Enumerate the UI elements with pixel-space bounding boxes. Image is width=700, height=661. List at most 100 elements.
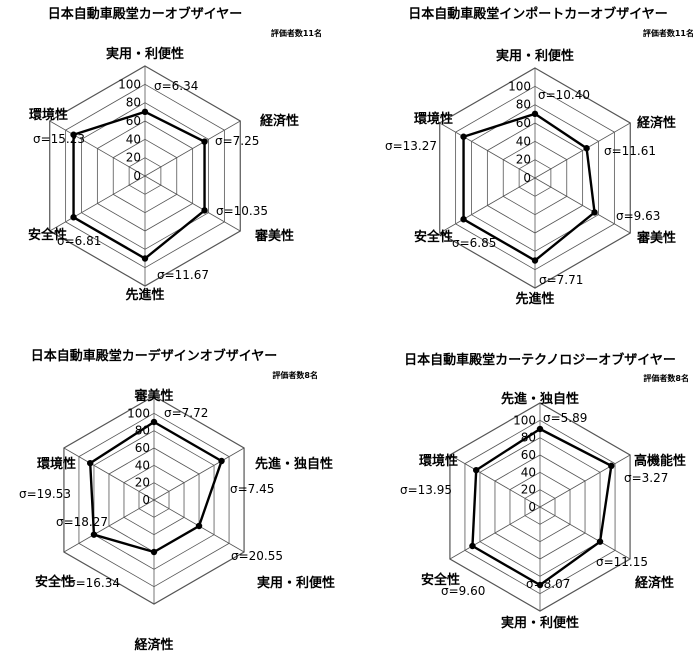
data-point: [195, 522, 203, 530]
sigma-label: σ=6.81: [57, 234, 101, 248]
radar-chart-2: 日本自動車殿堂インポートカーオブザイヤー評価者数11名020406080100実…: [385, 6, 694, 307]
axis-label: 先進・独自性: [255, 456, 333, 472]
sigma-label: σ=11.61: [604, 144, 656, 158]
data-point: [201, 138, 208, 145]
data-point: [460, 216, 467, 223]
axis-spoke: [144, 175, 241, 232]
tick-label: 100: [118, 77, 141, 91]
sigma-label: σ=3.27: [624, 471, 668, 485]
sigma-label: σ=11.15: [596, 555, 648, 569]
sigma-label: σ=18.27: [56, 515, 108, 529]
evaluator-count: 評価者数8名: [643, 373, 689, 383]
axis-label: 実用・利便性: [496, 48, 574, 64]
series-line: [88, 420, 224, 554]
chart-title: 日本自動車殿堂インポートカーオブザイヤー: [408, 6, 668, 22]
axis-spoke: [449, 506, 541, 560]
axis-label: 先進・独自性: [501, 391, 579, 407]
data-point: [591, 209, 598, 216]
chart-title: 日本自動車殿堂カーデザインオブザイヤー: [31, 348, 278, 364]
axis-label: 安全性: [35, 574, 74, 590]
sigma-label: σ=15.23: [33, 132, 85, 146]
axis-spoke: [534, 122, 631, 179]
axis-spoke: [439, 122, 536, 179]
axis-spoke: [144, 120, 241, 177]
tick-label: 0: [142, 493, 150, 507]
tick-label: 80: [516, 98, 531, 112]
sigma-label: σ=5.89: [543, 411, 587, 425]
axis-spoke: [49, 120, 146, 177]
tick-label: 20: [521, 483, 536, 497]
data-point: [583, 145, 590, 152]
axis-label: 安全性: [421, 572, 460, 588]
axis-label: 環境性: [414, 111, 453, 127]
data-point: [531, 110, 539, 118]
sigma-label: σ=11.67: [157, 268, 209, 282]
sigma-label: σ=7.72: [164, 406, 208, 420]
data-point: [150, 548, 158, 556]
tick-label: 100: [508, 79, 531, 93]
radar-chart-3: 日本自動車殿堂カーデザインオブザイヤー評価者数8名020406080100審美性…: [19, 348, 335, 653]
tick-label: 20: [516, 153, 531, 167]
tick-label: 40: [126, 132, 141, 146]
axis-label: 安全性: [414, 229, 453, 245]
sigma-label: σ=8.07: [526, 577, 570, 591]
axis-spoke: [439, 177, 536, 234]
axis-spoke: [49, 175, 146, 232]
axis-label: 実用・利便性: [501, 615, 579, 631]
tick-label: 0: [523, 171, 531, 185]
tick-label: 20: [126, 151, 141, 165]
axis-label: 環境性: [419, 453, 458, 469]
data-point: [218, 457, 225, 465]
axis-spoke: [63, 499, 155, 553]
axis-spoke: [534, 177, 631, 234]
chart-title: 日本自動車殿堂カーテクノロジーオブザイヤー: [404, 352, 676, 368]
axis-spoke: [153, 447, 245, 501]
data-point: [90, 531, 98, 538]
axis-label: 実用・利便性: [106, 46, 184, 62]
axis-label: 先進性: [515, 291, 554, 307]
axis-label: 高機能性: [634, 453, 686, 469]
axis-label: 経済性: [637, 115, 676, 131]
sigma-label: σ=7.71: [539, 273, 583, 287]
data-point: [150, 418, 158, 426]
data-point: [460, 133, 467, 140]
data-point: [536, 425, 544, 433]
sigma-label: σ=10.40: [538, 88, 590, 102]
evaluator-count: 評価者数11名: [271, 28, 322, 38]
radar-chart-1: 日本自動車殿堂カーオブザイヤー評価者数11名020406080100実用・利便性…: [28, 6, 322, 303]
evaluator-count: 評価者数8名: [272, 370, 318, 380]
axis-spoke: [63, 447, 155, 501]
data-point: [87, 459, 94, 467]
data-point: [70, 131, 77, 138]
sigma-label: σ=13.95: [400, 483, 452, 497]
axis-label: 経済性: [635, 575, 674, 591]
data-point: [536, 581, 544, 589]
tick-label: 0: [133, 169, 141, 183]
sigma-label: σ=10.35: [216, 204, 268, 218]
sigma-label: σ=9.60: [441, 584, 485, 598]
sigma-label: σ=20.55: [231, 549, 283, 563]
data-point: [201, 207, 208, 214]
tick-label: 100: [513, 413, 536, 427]
tick-label: 40: [516, 134, 531, 148]
axis-label: 審美性: [636, 230, 676, 246]
radar-chart-4: 日本自動車殿堂カーテクノロジーオブザイヤー評価者数8名020406080100先…: [400, 352, 689, 631]
tick-label: 0: [528, 500, 536, 514]
axis-spoke: [539, 506, 631, 560]
sigma-label: σ=6.85: [452, 236, 496, 250]
axis-label: 審美性: [254, 228, 294, 244]
axis-label: 経済性: [260, 113, 299, 129]
tick-label: 100: [127, 406, 150, 420]
data-point: [531, 257, 539, 264]
sigma-label: σ=16.34: [68, 576, 120, 590]
data-point: [469, 542, 476, 550]
axis-spoke: [539, 454, 631, 508]
evaluator-count: 評価者数11名: [643, 28, 694, 38]
data-point: [473, 466, 480, 474]
data-point: [608, 462, 615, 470]
tick-label: 80: [126, 96, 141, 110]
data-point: [70, 214, 77, 221]
axis-label: 審美性: [133, 388, 173, 404]
axis-label: 先進性: [125, 287, 164, 303]
